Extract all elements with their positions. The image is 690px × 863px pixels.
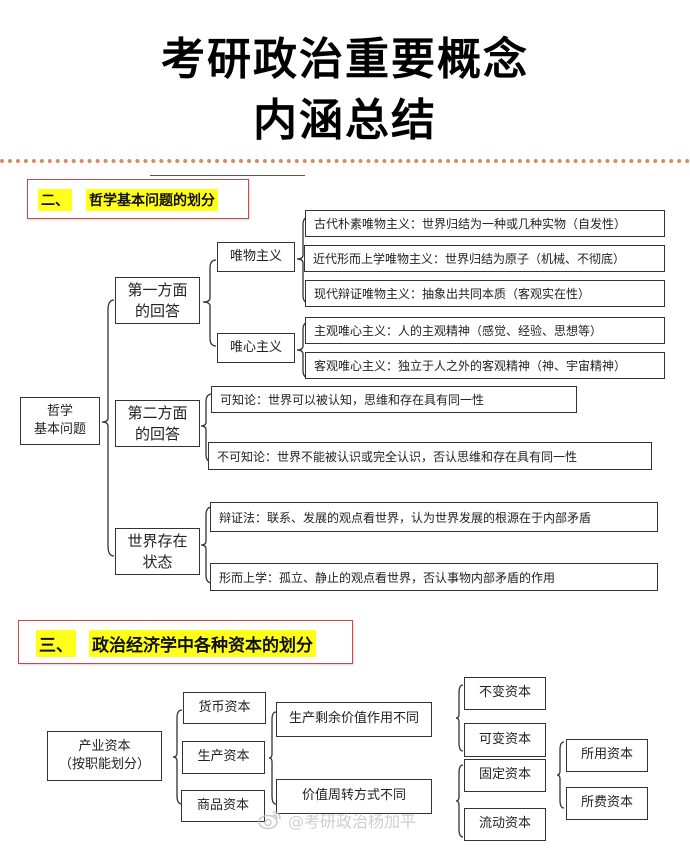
section2-heading-box: 二、 哲学基本问题的划分	[27, 179, 249, 219]
agnosticism: 不可知论：世界不能被认识或完全认识，否认思维和存在具有同一性	[208, 442, 652, 470]
node-circulating-capital: 流动资本	[464, 808, 546, 841]
divider-line	[150, 175, 305, 176]
node-label: 产业资本 （按职能划分）	[58, 738, 150, 772]
node-label: 世界存在 状态	[127, 531, 188, 571]
node-money-capital: 货币资本	[183, 692, 266, 724]
brace-idealism	[295, 320, 311, 380]
node-first-answer: 第一方面 的回答	[115, 277, 200, 324]
brace-first-answer	[200, 258, 218, 348]
brace-forms	[268, 710, 278, 806]
idealism-subjective: 主观唯心主义：人的主观精神（感觉、经验、思想等）	[305, 317, 665, 344]
dotted-divider	[0, 159, 690, 163]
brace-value-role	[455, 683, 465, 753]
materialism-modern-metaphysical: 近代形而上学唯物主义：世界归结为原子（机械、不彻底）	[304, 245, 665, 272]
node-used-capital: 所用资本	[566, 739, 648, 772]
page-title-line2: 内涵总结	[253, 95, 437, 146]
node-label: 第二方面 的回答	[127, 403, 188, 443]
weibo-icon	[258, 811, 281, 830]
section3-number: 三、	[36, 630, 76, 657]
node-philosophy-basic-question: 哲学 基本问题	[20, 397, 100, 445]
node-constant-capital: 不变资本	[464, 677, 546, 710]
node-consumed-capital: 所费资本	[566, 787, 648, 820]
dialectics: 辩证法：联系、发展的观点看世界，认为世界发展的根源在于内部矛盾	[210, 502, 658, 532]
node-variable-capital: 可变资本	[464, 723, 546, 757]
node-turnover-method: 价值周转方式不同	[276, 779, 432, 814]
brace-second-answer	[200, 392, 214, 464]
watermark-text: @考研政治杨加平	[288, 812, 417, 831]
page-title-line1: 考研政治重要概念	[161, 34, 529, 85]
section2-heading: 哲学基本问题的划分	[86, 189, 218, 211]
node-idealism: 唯心主义	[217, 333, 295, 363]
idealism-objective: 客观唯心主义：独立于人之外的客观精神（神、宇宙精神）	[305, 352, 665, 379]
node-world-state: 世界存在 状态	[115, 528, 200, 575]
brace-turnover	[455, 763, 465, 839]
brace-materialism	[295, 215, 311, 305]
section3-heading-box: 三、 政治经济学中各种资本的划分	[18, 620, 353, 664]
node-label: 哲学 基本问题	[33, 403, 86, 437]
brace-root	[100, 298, 116, 558]
knowability: 可知论：世界可以被认知，思维和存在具有同一性	[211, 386, 577, 413]
node-industrial-capital: 产业资本 （按职能划分）	[47, 731, 162, 781]
watermark: @考研政治杨加平	[258, 808, 416, 832]
node-second-answer: 第二方面 的回答	[115, 400, 200, 447]
section2-number: 二、	[38, 189, 72, 211]
node-materialism: 唯物主义	[217, 242, 295, 272]
metaphysics: 形而上学：孤立、静止的观点看世界，否认事物内部矛盾的作用	[210, 563, 658, 591]
materialism-ancient: 古代朴素唯物主义：世界归结为一种或几种实物（自发性）	[305, 210, 665, 237]
brace-industrial-capital	[172, 708, 184, 806]
brace-usage	[556, 740, 566, 810]
node-surplus-value-role: 生产剩余价值作用不同	[276, 702, 432, 737]
brace-world-state	[200, 505, 214, 585]
node-label: 第一方面 的回答	[127, 280, 188, 320]
section3-heading: 政治经济学中各种资本的划分	[89, 630, 316, 657]
materialism-dialectical: 现代辩证唯物主义：抽象出共同本质（客观实在性）	[305, 280, 665, 307]
node-fixed-capital: 固定资本	[464, 759, 546, 792]
node-production-capital: 生产资本	[182, 741, 265, 774]
node-commodity-capital: 商品资本	[181, 790, 265, 822]
